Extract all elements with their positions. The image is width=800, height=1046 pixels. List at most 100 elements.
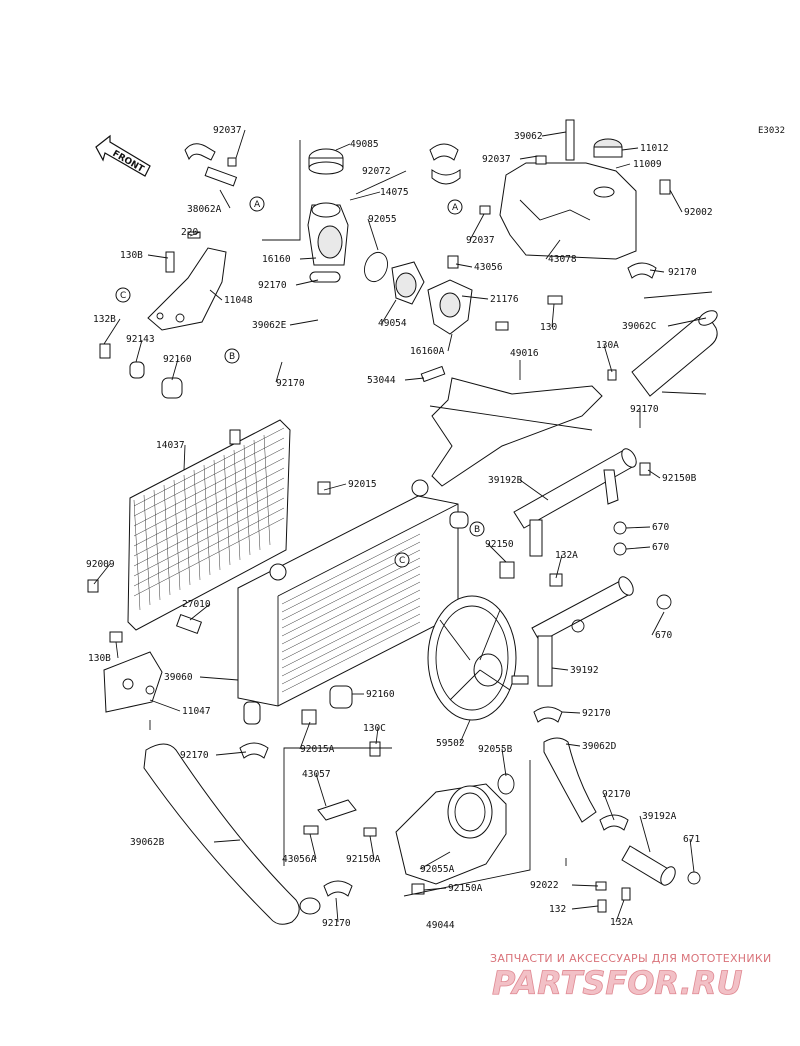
part-label-92170a: 92170 bbox=[258, 280, 287, 291]
leader-line bbox=[545, 239, 561, 260]
group-bracket-line bbox=[661, 391, 707, 395]
part-label-670c: 670 bbox=[655, 630, 672, 641]
leader-line bbox=[309, 833, 317, 860]
leader-line bbox=[355, 170, 407, 195]
leader-line bbox=[209, 289, 223, 301]
leader-line bbox=[93, 563, 111, 585]
leader-line bbox=[367, 218, 379, 251]
svg-text:C: C bbox=[120, 291, 126, 301]
ref-marker-c: C bbox=[394, 552, 410, 568]
leader-line bbox=[689, 838, 695, 873]
leader-line bbox=[323, 483, 347, 491]
part-label-49016: 49016 bbox=[510, 348, 539, 359]
part-label-43056: 43056 bbox=[474, 262, 503, 273]
reference-markers: A A B B C C bbox=[115, 196, 485, 568]
part-label-92150b: 92150B bbox=[662, 473, 697, 484]
part-label-671: 671 bbox=[683, 834, 700, 845]
watermark-tagline: ЗАПЧАСТИ И АКСЕССУАРЫ ДЛЯ МОТОТЕХНИКИ bbox=[490, 952, 772, 965]
ref-marker-b: B bbox=[224, 348, 240, 364]
leader-line bbox=[275, 361, 283, 383]
part-label-132a: 132A bbox=[555, 550, 578, 561]
part-label-39062b: 39062B bbox=[130, 837, 165, 848]
part-label-39192: 39192 bbox=[570, 665, 599, 676]
part-label-14075: 14075 bbox=[380, 187, 409, 198]
leader-line bbox=[649, 269, 665, 273]
group-bracket-line bbox=[283, 747, 392, 866]
leader-line bbox=[625, 546, 651, 550]
part-label-92037c: 92037 bbox=[466, 235, 495, 246]
part-label-14037: 14037 bbox=[156, 440, 185, 451]
part-label-92170d: 92170 bbox=[630, 404, 659, 415]
leader-line bbox=[375, 727, 379, 745]
part-label-49044: 49044 bbox=[426, 920, 455, 931]
leader-line bbox=[639, 815, 651, 853]
part-label-220: 220 bbox=[181, 227, 198, 238]
part-label-43078: 43078 bbox=[548, 254, 577, 265]
part-label-130a: 130A bbox=[596, 340, 619, 351]
part-label-49054: 49054 bbox=[378, 318, 407, 329]
part-label-53044: 53044 bbox=[367, 375, 396, 386]
bracket-11047 bbox=[87, 579, 163, 713]
ref-marker-b: B bbox=[469, 521, 485, 537]
part-label-92170h: 92170 bbox=[322, 918, 351, 929]
leader-line bbox=[299, 721, 311, 750]
leader-line bbox=[295, 279, 319, 286]
group-bracket-line bbox=[643, 291, 713, 299]
leader-line bbox=[299, 257, 317, 260]
pipe-39192 bbox=[531, 576, 672, 687]
leader-line bbox=[189, 231, 201, 237]
leader-line bbox=[487, 543, 507, 563]
leader-line bbox=[115, 641, 119, 659]
leader-line bbox=[455, 263, 473, 268]
leader-line bbox=[459, 719, 471, 744]
leader-line bbox=[571, 905, 599, 910]
pipe-39192a bbox=[595, 845, 701, 913]
hose-39062c bbox=[627, 262, 718, 397]
part-label-92072: 92072 bbox=[362, 166, 391, 177]
hose-39062d bbox=[533, 706, 629, 831]
part-label-43056a: 43056A bbox=[282, 854, 317, 865]
ref-marker-a: A bbox=[447, 199, 463, 215]
part-label-92150a: 92150A bbox=[346, 854, 381, 865]
leader-line bbox=[615, 899, 625, 923]
front-arrow-icon: FRONT bbox=[95, 134, 151, 177]
leader-line bbox=[381, 299, 397, 324]
part-label-92015: 92015 bbox=[348, 479, 377, 490]
leader-line bbox=[335, 897, 339, 923]
part-label-92160b: 92160 bbox=[366, 689, 395, 700]
part-label-27010: 27010 bbox=[182, 599, 211, 610]
leader-line bbox=[541, 131, 567, 137]
part-label-92150a2: 92150A bbox=[448, 883, 483, 894]
radiator-screen-14037 bbox=[127, 419, 291, 631]
part-label-38062a: 38062A bbox=[187, 204, 222, 215]
part-label-92009: 92009 bbox=[86, 559, 115, 570]
leader-lines bbox=[93, 129, 713, 923]
leader-line bbox=[135, 339, 143, 363]
filler-neck-group bbox=[184, 143, 473, 335]
group-bracket-line bbox=[429, 405, 593, 431]
part-label-11012: 11012 bbox=[640, 143, 669, 154]
leader-line bbox=[519, 155, 539, 160]
leader-line bbox=[615, 163, 631, 169]
leader-line bbox=[349, 191, 381, 201]
leader-line bbox=[669, 189, 683, 213]
part-label-59502: 59502 bbox=[436, 738, 465, 749]
leader-line bbox=[213, 839, 241, 843]
leader-line bbox=[551, 303, 555, 328]
part-label-132a2: 132A bbox=[610, 917, 633, 928]
svg-text:A: A bbox=[452, 203, 459, 213]
part-label-92170g: 92170 bbox=[602, 789, 631, 800]
part-label-130c: 130C bbox=[363, 723, 386, 734]
leader-line bbox=[315, 773, 327, 807]
leader-line bbox=[147, 254, 169, 259]
part-label-92170e: 92170 bbox=[582, 708, 611, 719]
ref-marker-a: A bbox=[249, 196, 265, 212]
leader-line bbox=[555, 554, 563, 579]
leader-line bbox=[651, 611, 665, 636]
leader-line bbox=[461, 295, 489, 300]
part-label-11048: 11048 bbox=[224, 295, 253, 306]
bracket-11048 bbox=[147, 231, 227, 331]
leader-line bbox=[235, 129, 246, 159]
